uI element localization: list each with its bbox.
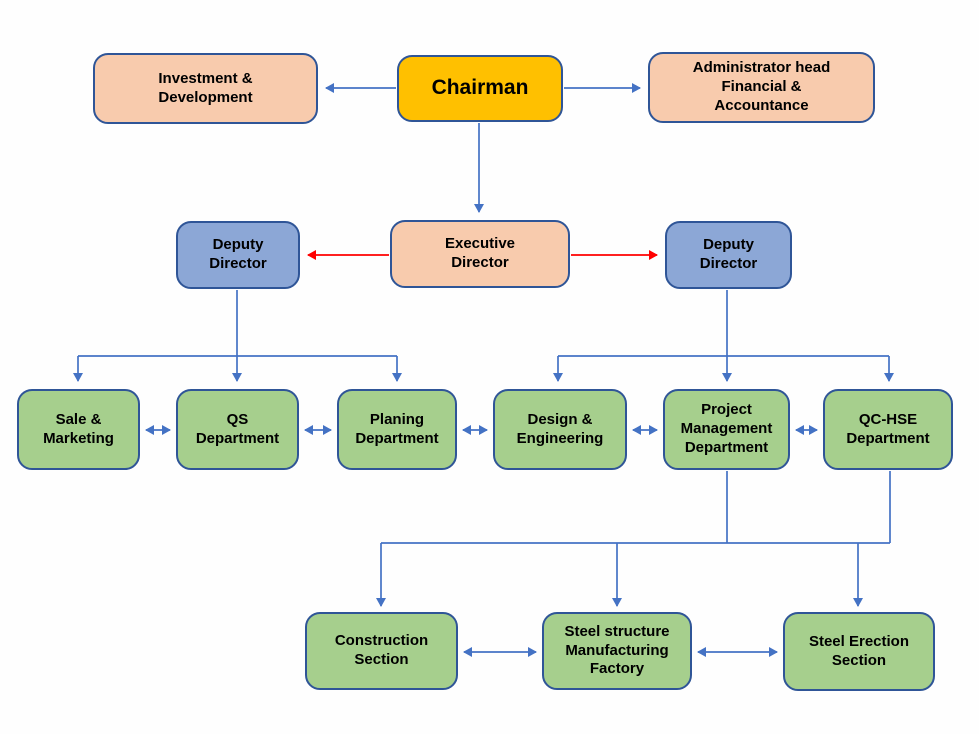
node-executive-director: Executive Director	[390, 220, 570, 288]
node-steel-structure-manufacturing-factory: Steel structure Manufacturing Factory	[542, 612, 692, 690]
node-label: Chairman	[431, 76, 529, 100]
node-chairman: Chairman	[397, 55, 563, 122]
node-steel-erection-section: Steel Erection Section	[783, 612, 935, 691]
node-deputy-director-left: Deputy Director	[176, 221, 300, 289]
node-label: Deputy Director	[699, 236, 758, 272]
node-investment-development: Investment & Development	[93, 53, 318, 124]
node-label: Planing Department	[355, 410, 439, 447]
node-label: QC-HSE Department	[846, 410, 930, 447]
node-label: Deputy Director	[209, 236, 267, 272]
node-label: QS Department	[195, 410, 280, 447]
node-label: Sale & Marketing	[43, 410, 114, 447]
node-deputy-director-right: Deputy Director	[665, 221, 792, 289]
node-label: Steel Erection Section	[808, 632, 910, 669]
node-label: Steel structure Manufacturing Factory	[564, 622, 670, 678]
node-design-engineering: Design & Engineering	[493, 389, 627, 470]
node-sale-marketing: Sale & Marketing	[17, 389, 140, 470]
node-label: Executive Director	[444, 235, 516, 271]
node-qs-department: QS Department	[176, 389, 299, 470]
node-label: Project Management Department	[680, 401, 773, 456]
node-label: Administrator head Financial & Accountan…	[692, 59, 831, 114]
node-project-management-department: Project Management Department	[663, 389, 790, 470]
node-label: Design & Engineering	[516, 410, 604, 447]
node-administrator-head: Administrator head Financial & Accountan…	[648, 52, 875, 123]
node-qc-hse-department: QC-HSE Department	[823, 389, 953, 470]
node-planing-department: Planing Department	[337, 389, 457, 470]
node-label: Investment & Development	[158, 69, 253, 106]
node-label: Construction Section	[334, 632, 429, 668]
node-construction-section: Construction Section	[305, 612, 458, 690]
